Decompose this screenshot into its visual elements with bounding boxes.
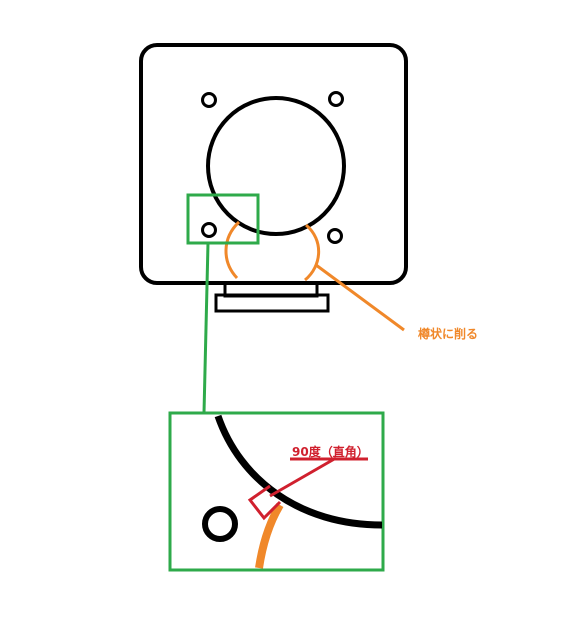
barrel-cut-leader [315,263,405,332]
right-angle-leader [269,456,337,498]
right-angle-marker [247,484,282,521]
barrel-cut-label: 樽状に削る [418,327,479,341]
barrel-cut-left [224,220,241,280]
mount-hole-bottom-left [201,222,217,238]
right-angle-label: 90度（直角） [292,445,369,459]
mount-hole-top-right [328,91,344,107]
mount-hole-bottom-right [327,228,343,244]
detail-orange-cut [255,502,284,569]
mount-hole-top-left [201,92,217,108]
housing-body [139,43,408,285]
zoom-connector [202,242,210,414]
zoom-source-box [186,193,260,245]
zoom-detail-box [168,411,385,572]
central-bore [206,96,346,236]
detail-mount-hole [202,506,238,542]
detail-bore-arc [214,414,383,529]
shaft-flange [214,293,330,313]
barrel-cut-right [303,223,321,282]
